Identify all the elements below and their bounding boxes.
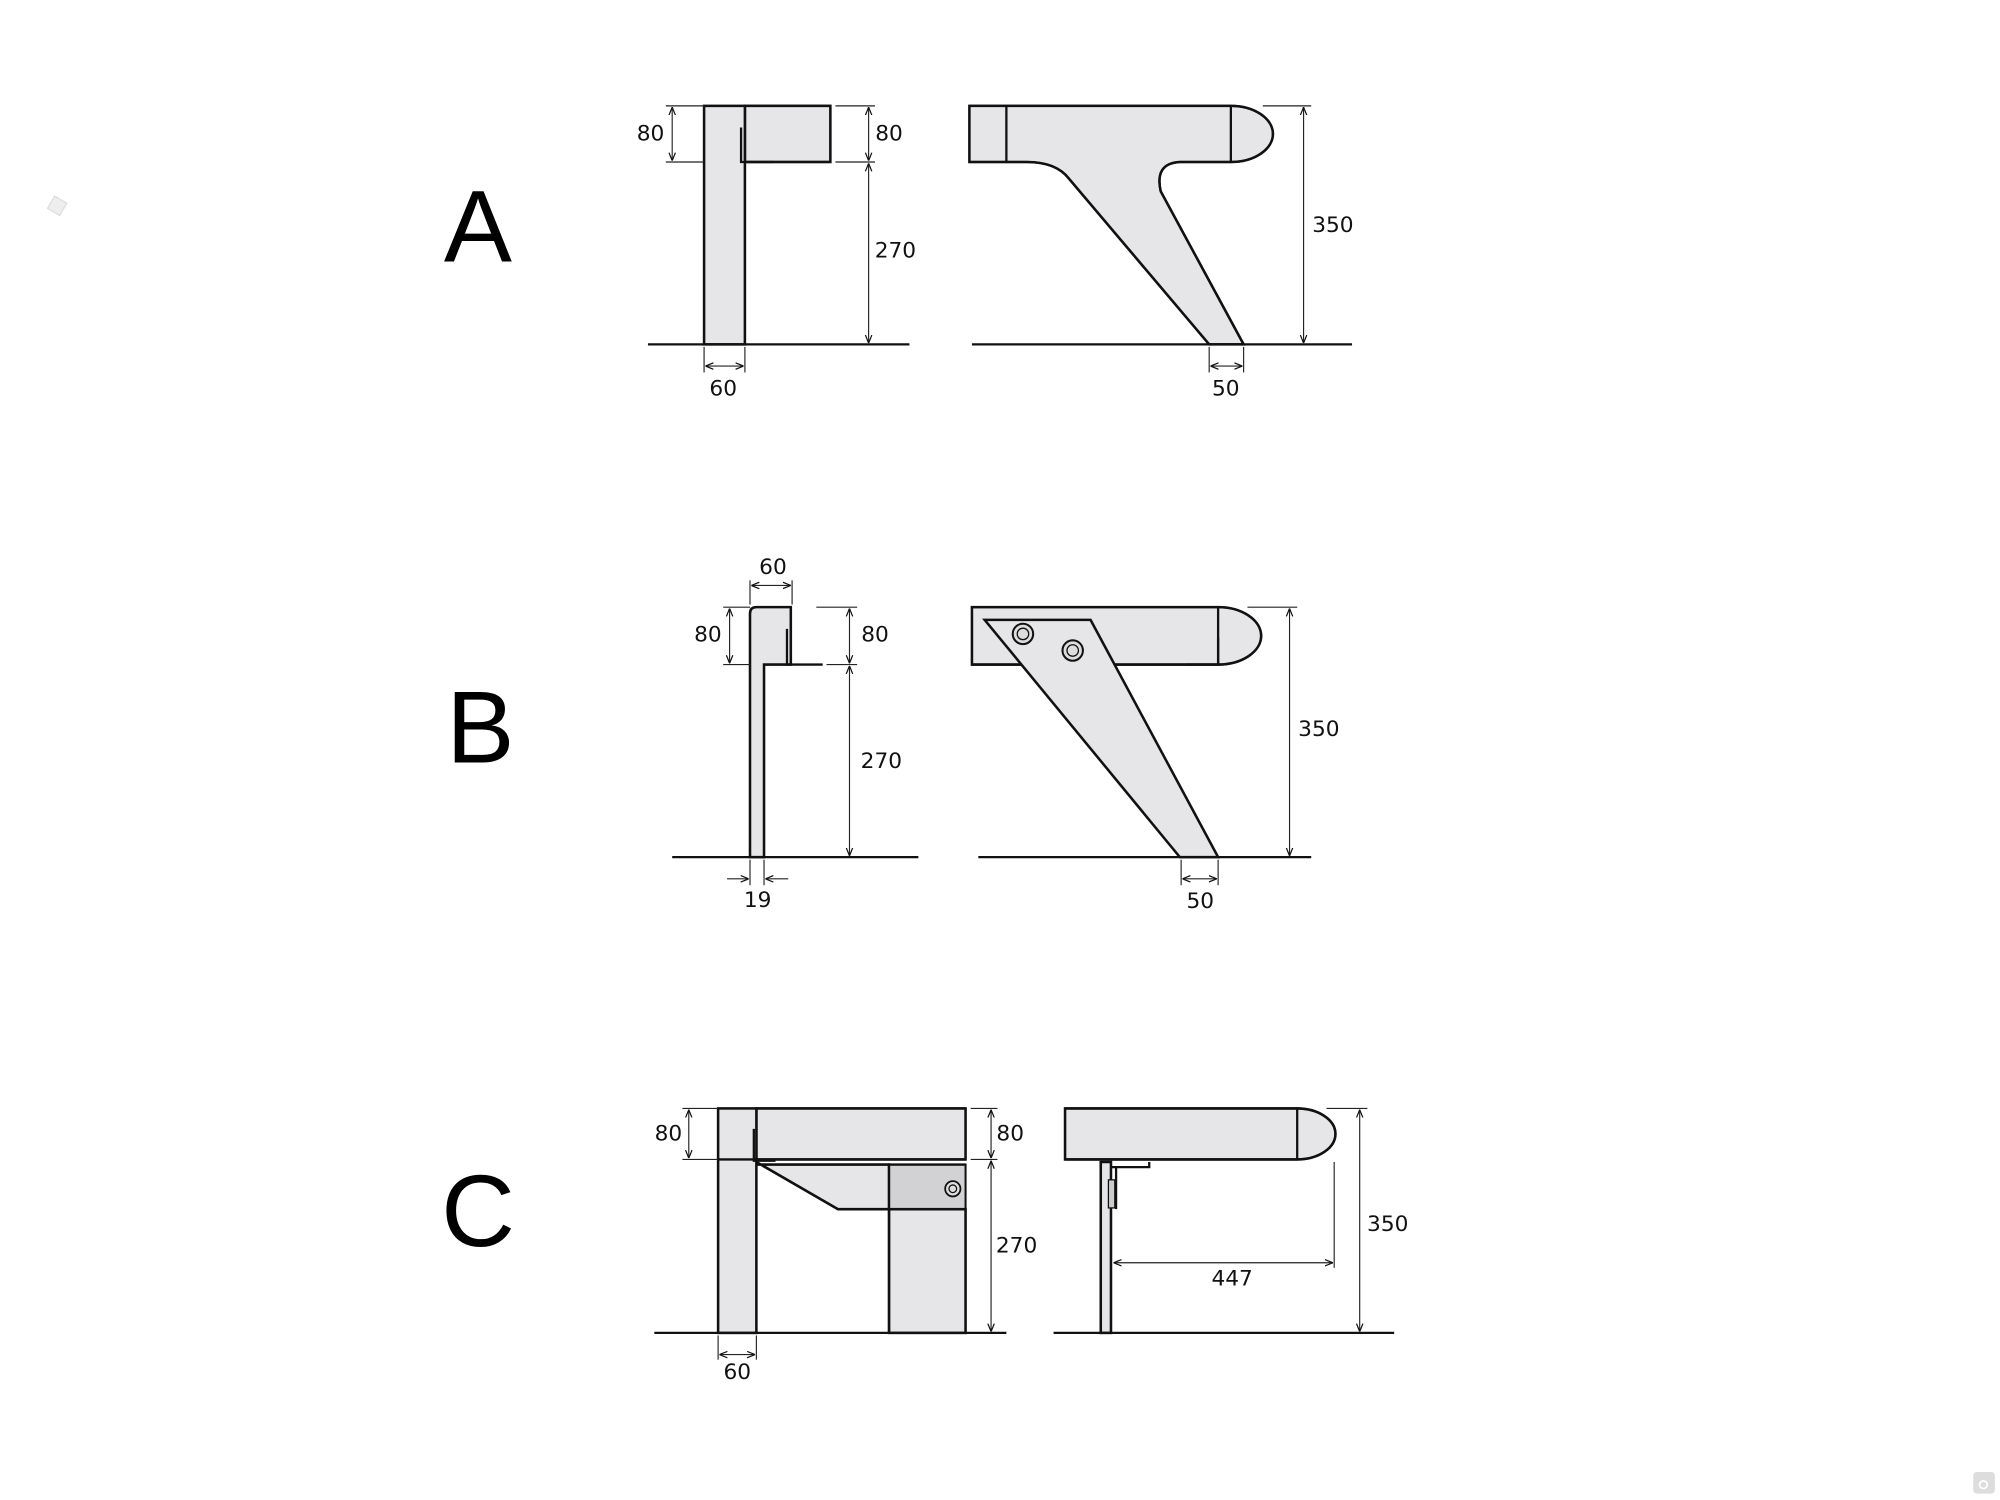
dim-b-foot-width: 50 bbox=[1186, 889, 1214, 914]
corner-logo-icon bbox=[1973, 1471, 1995, 1494]
section-c-side-view: 447 350 bbox=[1053, 1107, 1408, 1335]
dim-b-total-height: 350 bbox=[1298, 717, 1339, 742]
section-b: B 60 80 80 270 19 bbox=[446, 555, 1339, 914]
section-label-c: C bbox=[441, 1154, 515, 1268]
dim-c-rail-right: 80 bbox=[996, 1121, 1024, 1146]
bolt-icon bbox=[1011, 622, 1035, 646]
section-c: C 80 80 270 60 bbox=[441, 1107, 1408, 1385]
dim-a-rail-left: 80 bbox=[637, 121, 665, 146]
section-b-front-view: 60 80 80 270 19 bbox=[672, 555, 919, 913]
bolt-icon bbox=[944, 1180, 962, 1198]
dim-c-leg-height: 270 bbox=[996, 1234, 1037, 1259]
dim-c-leg-width: 60 bbox=[723, 1360, 751, 1385]
section-a: A 80 80 270 60 350 bbox=[444, 104, 1354, 401]
dim-a-leg-height: 270 bbox=[875, 239, 916, 264]
section-a-front-view: 80 80 270 60 bbox=[637, 104, 916, 401]
dim-a-leg-width: 60 bbox=[709, 376, 737, 401]
section-b-side-view: 350 50 bbox=[970, 605, 1340, 914]
dim-a-foot-width: 50 bbox=[1212, 376, 1240, 401]
dim-b-leg-height: 270 bbox=[861, 749, 902, 774]
watermark-icon bbox=[46, 195, 68, 217]
section-c-front-view: 80 80 270 60 bbox=[654, 1107, 1037, 1385]
dim-a-rail-right: 80 bbox=[875, 121, 903, 146]
dim-c-depth: 447 bbox=[1211, 1267, 1252, 1292]
section-label-b: B bbox=[446, 671, 514, 785]
dim-b-rail-left: 80 bbox=[694, 623, 722, 648]
dim-c-rail-left: 80 bbox=[655, 1121, 683, 1146]
dim-c-total-height: 350 bbox=[1367, 1212, 1408, 1237]
dim-b-rail-right: 80 bbox=[861, 623, 889, 648]
bolt-icon bbox=[1061, 639, 1084, 662]
section-label-a: A bbox=[444, 169, 512, 283]
dim-b-top-width: 60 bbox=[759, 555, 787, 580]
dim-b-leg-thickness: 19 bbox=[744, 888, 772, 913]
dim-a-total-height: 350 bbox=[1312, 213, 1353, 238]
section-a-side-view: 350 50 bbox=[968, 104, 1354, 401]
